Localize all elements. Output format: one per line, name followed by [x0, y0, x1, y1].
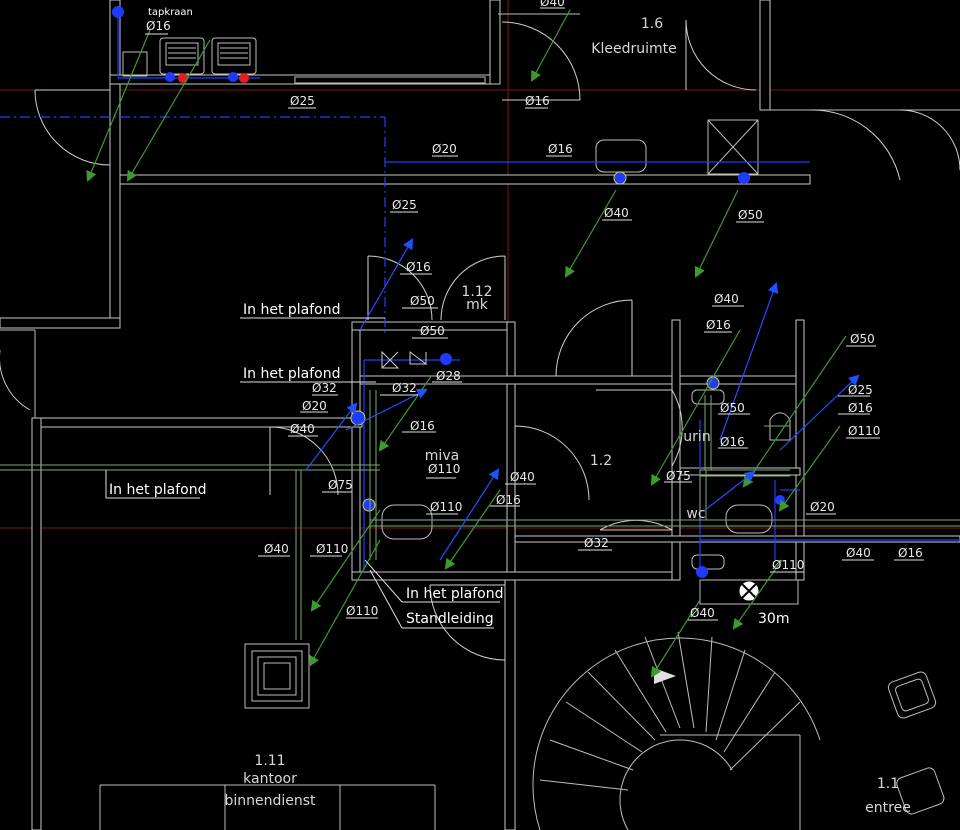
- room-number-1-6: 1.6: [641, 16, 663, 32]
- dim-label: Ø50: [720, 401, 745, 415]
- dim-label: Ø20: [302, 399, 327, 413]
- dim-label: Ø40: [510, 470, 535, 484]
- dim-label: Ø40: [690, 606, 715, 620]
- dim-label: Ø16: [898, 546, 923, 560]
- dim-label: Ø50: [850, 332, 875, 346]
- dim-label: Ø25: [848, 383, 873, 397]
- dim-label: Ø40: [604, 206, 629, 220]
- dim-label: Ø50: [420, 324, 445, 338]
- dim-label: Ø110: [316, 542, 348, 556]
- dim-label: Ø16: [848, 401, 873, 415]
- note-30m: 30m: [758, 611, 789, 627]
- dim-label: Ø110: [430, 500, 462, 514]
- dim-label: Ø32: [584, 536, 609, 550]
- room-number-1-12: 1.12: [461, 284, 492, 300]
- room-number-1-1: 1.1: [877, 776, 899, 792]
- dim-label: Ø32: [392, 381, 417, 395]
- dim-label: Ø20: [810, 500, 835, 514]
- dim-label: Ø20: [432, 142, 457, 156]
- dim-label: Ø25: [392, 198, 417, 212]
- room-name-kantoor: kantoor: [243, 771, 297, 787]
- dim-label: Ø25: [290, 94, 315, 108]
- dim-label: Ø75: [666, 469, 691, 483]
- room-name-entree: entree: [865, 800, 911, 816]
- room-name-urin: urin: [683, 429, 710, 445]
- room-name-mk: mk: [466, 297, 489, 313]
- dim-label: Ø110: [428, 462, 460, 476]
- notes: tapkraan In het plafond In het plafond I…: [109, 7, 789, 627]
- dim-label: Ø40: [264, 542, 289, 556]
- note-in-het-plafond-3: In het plafond: [109, 482, 207, 498]
- dim-label: Ø50: [410, 294, 435, 308]
- note-in-het-plafond-1: In het plafond: [243, 302, 341, 318]
- note-tapkraan: tapkraan: [148, 7, 193, 18]
- dim-label: Ø110: [772, 558, 804, 572]
- dim-label: Ø40: [714, 292, 739, 306]
- dim-label: Ø16: [720, 435, 745, 449]
- room-labels: 1.6 Kleedruimte 1.12 mk 1.2 miva urin wc…: [224, 16, 910, 816]
- room-subname-binnendienst: binnendienst: [224, 793, 316, 809]
- dim-label: Ø16: [496, 493, 521, 507]
- note-in-het-plafond-2: In het plafond: [243, 366, 341, 382]
- dim-label: Ø16: [525, 94, 550, 108]
- dim-label: Ø110: [346, 604, 378, 618]
- dim-label: Ø28: [436, 369, 461, 383]
- dim-label: Ø16: [548, 142, 573, 156]
- room-name-kleedruimte: Kleedruimte: [591, 41, 676, 57]
- drain-arrows: [86, 9, 847, 678]
- leader-lines: [105, 7, 924, 629]
- dim-label: Ø16: [406, 260, 431, 274]
- room-number-1-2: 1.2: [590, 453, 612, 469]
- spiral-staircase: [532, 631, 821, 830]
- dim-label: Ø16: [410, 419, 435, 433]
- dim-label: Ø75: [328, 478, 353, 492]
- dim-label: Ø16: [146, 19, 171, 33]
- dim-label: Ø32: [312, 381, 337, 395]
- doors: [0, 19, 960, 661]
- dim-label: Ø110: [848, 424, 880, 438]
- dim-label: Ø40: [540, 0, 565, 9]
- dim-label: Ø16: [706, 318, 731, 332]
- drain-lines: [0, 390, 960, 640]
- room-name-wc: wc: [686, 506, 705, 522]
- dimension-labels: Ø16 Ø40 Ø25 Ø16 Ø20 Ø16 Ø25 Ø40 Ø50 Ø16 …: [146, 0, 923, 620]
- dim-label: Ø40: [290, 422, 315, 436]
- note-standleiding: Standleiding: [406, 611, 494, 627]
- dim-label: Ø40: [846, 546, 871, 560]
- room-number-1-11: 1.11: [254, 753, 285, 769]
- supply-arrows: [305, 238, 860, 561]
- room-name-miva: miva: [425, 448, 459, 464]
- note-in-het-plafond-4: In het plafond: [406, 586, 504, 602]
- dim-label: Ø50: [738, 208, 763, 222]
